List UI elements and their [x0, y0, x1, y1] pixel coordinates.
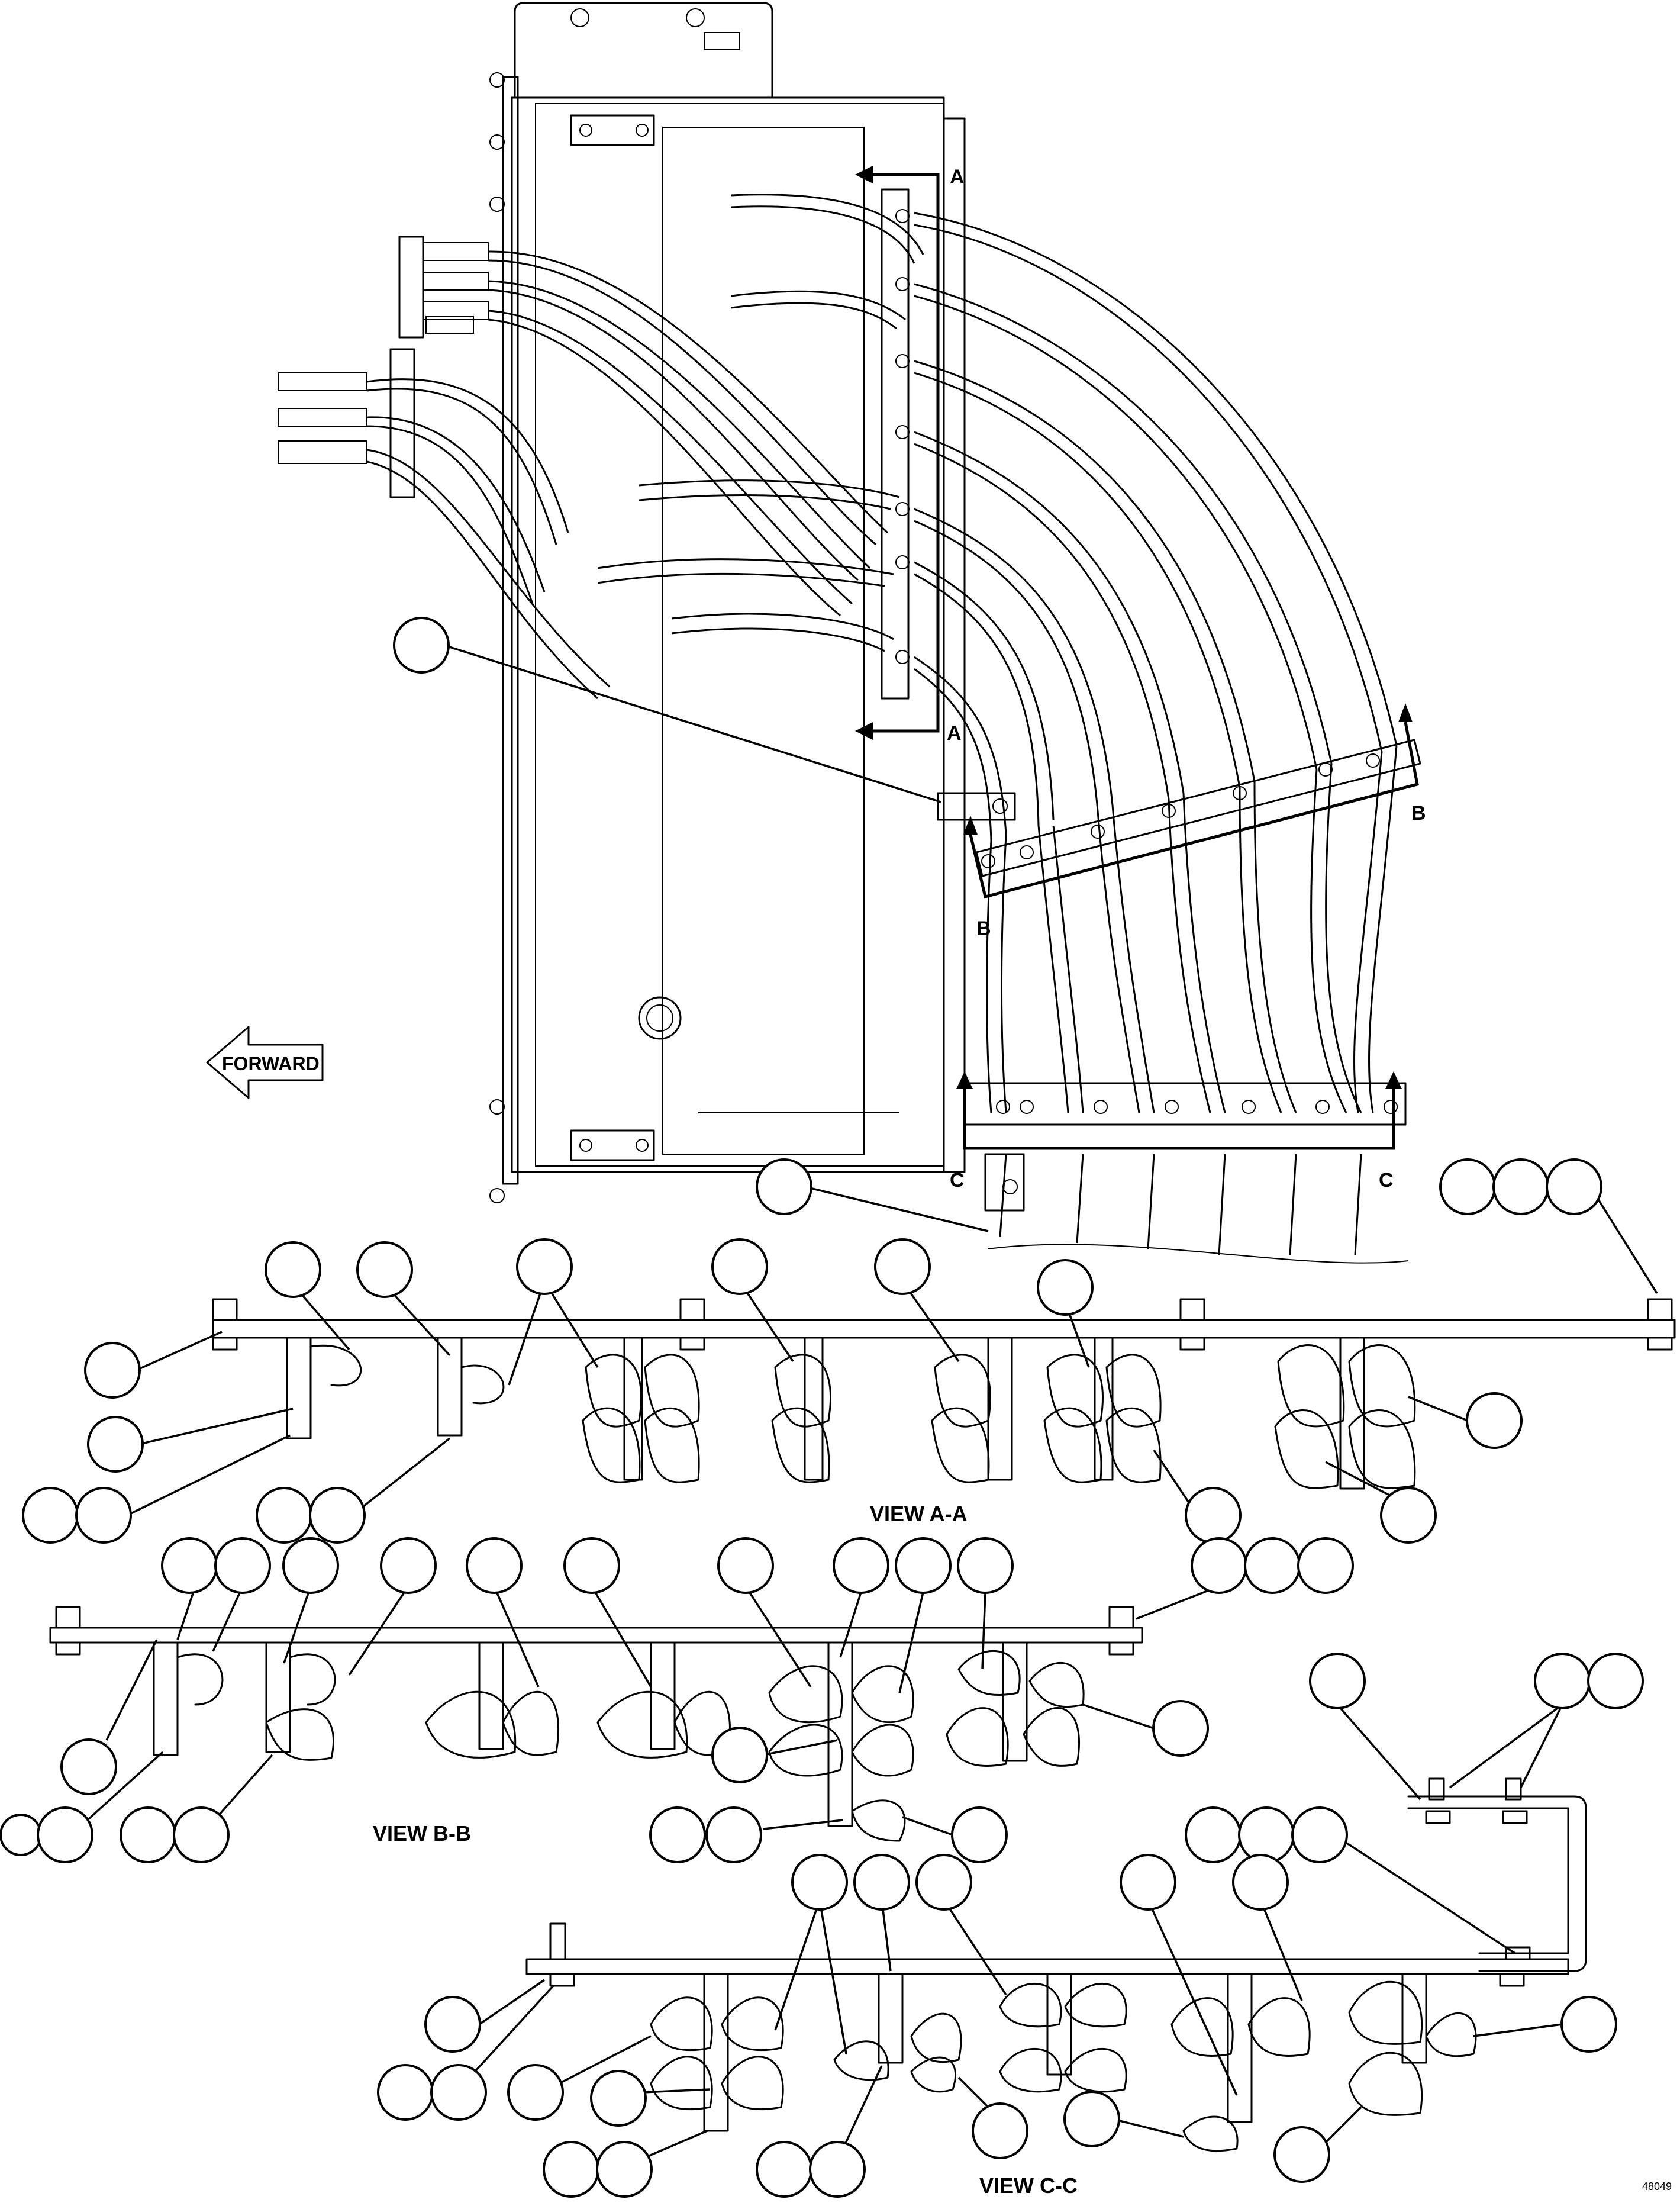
hose-bundle-upper — [366, 194, 924, 700]
callout-bubble — [1152, 1700, 1209, 1757]
clamp-stacks-a — [286, 1337, 1416, 1490]
callout-bubble — [711, 1727, 768, 1783]
callout-bubble — [1560, 1996, 1617, 2053]
view-c-c-label: VIEW C-C — [979, 2173, 1078, 2198]
callout-bubble — [649, 1806, 706, 1863]
callout-bubble — [596, 2141, 653, 2198]
callout-bubble — [309, 1487, 366, 1544]
callout-bubble — [705, 1806, 762, 1863]
callout-bubble — [1037, 1259, 1094, 1316]
callout-bubble — [951, 1806, 1008, 1863]
callout-bubble — [430, 2064, 487, 2121]
callout-bubble — [466, 1537, 523, 1594]
forward-label: FORWARD — [222, 1053, 320, 1074]
view-a-a: VIEW A-A — [22, 1238, 1676, 1544]
section-label-a-bottom: A — [947, 722, 962, 745]
callout-bubble — [853, 1854, 910, 1911]
callout-bubble — [809, 2141, 866, 2198]
section-label-b-left: B — [976, 917, 991, 940]
callout-bubble — [1546, 1158, 1602, 1215]
callout-bubble — [563, 1537, 620, 1594]
callout-bubble — [282, 1537, 339, 1594]
callout-bubble — [1120, 1854, 1176, 1911]
callout-bubble — [256, 1487, 312, 1544]
callout-bubble — [424, 1996, 481, 2053]
callout-bubble — [1232, 1854, 1289, 1911]
callout-bubble — [717, 1537, 774, 1594]
bolt-heads-a — [212, 1298, 1673, 1351]
callout-bubble — [393, 617, 450, 674]
callout-bubble — [214, 1537, 271, 1594]
callout-bubble — [915, 1854, 972, 1911]
callout-bubble — [1380, 1487, 1437, 1544]
callout-bubble — [161, 1537, 218, 1594]
callouts-top — [393, 617, 1658, 1294]
callout-bubble — [756, 1158, 812, 1215]
section-label-c-left: C — [950, 1169, 965, 1191]
section-label-b-right: B — [1411, 802, 1426, 825]
clamp-bar-b — [937, 703, 1421, 899]
callout-bubble — [874, 1238, 931, 1295]
clamp-bar-a — [855, 166, 940, 740]
section-label-a-top: A — [950, 166, 965, 188]
view-a-a-label: VIEW A-A — [870, 1502, 968, 1526]
callout-bubble — [590, 2070, 647, 2127]
callout-bubble — [1297, 1537, 1354, 1594]
callout-bubble — [120, 1806, 176, 1863]
callouts-view-b — [0, 1537, 1354, 1863]
callout-bubble — [1534, 1653, 1591, 1709]
figure-number: 48049 — [1642, 2181, 1672, 2192]
callout-bubble — [1291, 1806, 1348, 1863]
section-label-c-right: C — [1379, 1169, 1394, 1191]
callout-bubble — [1185, 1487, 1242, 1544]
callout-bubble — [711, 1238, 768, 1295]
clamp-stacks-c — [650, 1973, 1477, 2152]
callouts-view-a — [22, 1238, 1523, 1544]
callout-bubble — [972, 2102, 1028, 2159]
callout-bubble — [516, 1238, 573, 1295]
clamp-stacks-b — [153, 1641, 1085, 1842]
callout-bubble — [1238, 1806, 1295, 1863]
callout-bubble — [1466, 1392, 1523, 1449]
callout-bubble — [1309, 1653, 1366, 1709]
callout-bubble — [543, 2141, 599, 2198]
callout-bubble — [1492, 1158, 1549, 1215]
callout-bubble — [756, 2141, 812, 2198]
callout-bubble — [356, 1241, 413, 1298]
callout-bubble — [380, 1537, 437, 1594]
callout-bubble — [507, 2064, 564, 2121]
callout-bubble — [1587, 1653, 1644, 1709]
callout-bubble — [377, 2064, 434, 2121]
callout-bubble — [957, 1537, 1014, 1594]
hose-bundle-swept — [914, 212, 1409, 1264]
callout-bubble — [1273, 2126, 1330, 2183]
callout-bubble — [1191, 1537, 1247, 1594]
callout-bubble — [84, 1342, 141, 1399]
clamp-bar-c — [956, 1071, 1407, 1212]
callout-bubble — [1244, 1537, 1301, 1594]
callout-bubble — [1185, 1806, 1242, 1863]
callout-bubble — [87, 1416, 144, 1473]
callout-bubble — [1063, 2091, 1120, 2147]
callout-bubble — [1439, 1158, 1496, 1215]
callout-bubble — [22, 1487, 79, 1544]
forward-arrow: FORWARD — [206, 1026, 324, 1099]
callout-bubble — [895, 1537, 952, 1594]
view-b-b-label: VIEW B-B — [373, 1821, 471, 1846]
callout-bubble — [791, 1854, 848, 1911]
callout-bubble — [0, 1814, 42, 1856]
callouts-view-c — [377, 1653, 1644, 2198]
callout-bubble — [37, 1806, 93, 1863]
manifold-panel — [278, 2, 966, 1203]
callout-bubble — [833, 1537, 889, 1594]
callout-bubble — [173, 1806, 230, 1863]
callout-bubble — [75, 1487, 132, 1544]
view-c-c: VIEW C-C — [377, 1653, 1644, 2198]
view-b-b: VIEW B-B — [0, 1537, 1354, 1863]
callout-bubble — [265, 1241, 321, 1298]
callout-bubble — [60, 1738, 117, 1795]
